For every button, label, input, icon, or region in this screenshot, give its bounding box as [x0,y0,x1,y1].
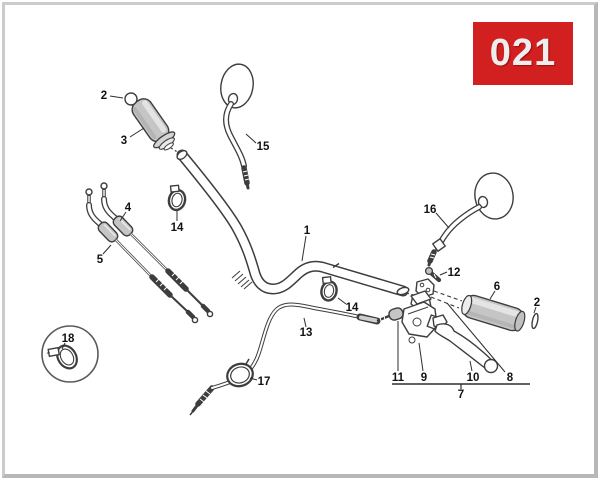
part-label-10: 10 [467,372,480,384]
part-grip-end-ring-left [124,92,138,106]
part-left-grip [131,98,180,154]
part-label-2-right: 2 [534,297,540,309]
part-control-cable-lower [85,188,199,324]
part-label-2-left: 2 [101,90,107,102]
part-right-mirror [427,172,514,267]
part-label-15: 15 [257,141,270,153]
part-cable-grommet [226,358,254,388]
part-label-11: 11 [392,372,405,384]
part-brake-lever [432,314,499,374]
part-label-16: 16 [424,204,437,216]
part-label-7: 7 [458,389,464,401]
part-brake-master-cylinder [401,290,440,344]
part-grip-end-ring-right [531,312,539,330]
clamp-screw [46,346,60,357]
part-label-4: 4 [125,202,132,214]
part-left-mirror [220,63,254,190]
part-label-8: 8 [507,372,514,384]
part-clamp-left [167,184,187,212]
part-labels: 1 2 3 4 5 6 7 8 9 10 11 12 13 14 14 15 1… [62,90,541,401]
part-handlebar [176,149,410,296]
part-label-1: 1 [304,225,311,237]
part-label-13: 13 [300,327,313,339]
part-clamp-center [320,276,338,302]
hose-clamp-detail-view [41,325,99,383]
part-label-6: 6 [494,281,500,293]
part-throttle-grip [461,294,526,332]
part-label-18: 18 [62,333,75,345]
part-cable-end-fitting [388,307,404,321]
page-number-badge: 021 [473,22,573,85]
handlebar-knurl [231,270,253,290]
part-label-12: 12 [448,267,461,279]
part-control-cable-upper [100,182,214,318]
part-throttle-cable [189,302,390,416]
part-label-9: 9 [421,372,427,384]
part-label-3: 3 [121,135,127,147]
part-label-14-center: 14 [346,302,359,314]
part-label-14-left: 14 [171,222,184,234]
leader-lines [61,95,537,381]
assembly-bracket [392,383,530,389]
part-label-17: 17 [258,376,271,388]
part-screw-12 [424,266,442,283]
part-label-5: 5 [97,254,104,266]
